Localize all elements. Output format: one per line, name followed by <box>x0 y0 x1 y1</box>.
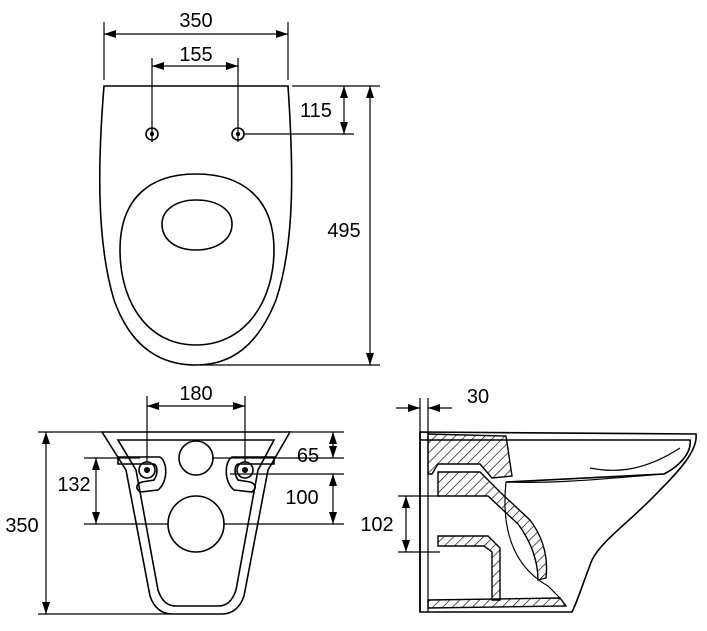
rear-dim-height-label: 350 <box>5 515 38 537</box>
rear-inner-outline <box>116 439 276 607</box>
rear-dim-hole-spacing-label: 180 <box>179 383 212 405</box>
water-inlet <box>178 440 214 476</box>
dim-length-label: 495 <box>327 220 360 242</box>
trap-section <box>437 471 548 581</box>
dim-width-label: 350 <box>179 10 212 32</box>
side-dim-wall-offset-label: 30 <box>467 386 489 408</box>
seat-ring <box>119 173 275 346</box>
rear-dim-top-to-inlet-label: 65 <box>297 445 319 467</box>
seat-mounting-holes <box>145 127 245 141</box>
wall-section-upper <box>427 433 513 479</box>
top-view: 350 155 115 495 <box>98 10 380 366</box>
rear-dim-inlet-to-outlet-label: 100 <box>285 487 318 509</box>
right-mounting-bracket <box>225 456 275 493</box>
waste-outlet <box>167 495 225 553</box>
side-outline <box>419 431 697 613</box>
rear-dim-hole-height-label: 132 <box>57 474 90 496</box>
rear-outline <box>100 431 292 615</box>
outlet-section <box>437 535 501 601</box>
side-view: 30 102 <box>360 386 697 613</box>
bowl-opening <box>161 199 233 251</box>
base-section <box>427 597 568 609</box>
rear-view: 180 350 132 65 100 <box>5 383 344 615</box>
dim-hole-offset-label: 115 <box>300 100 332 122</box>
dim-hole-spacing-label: 155 <box>179 44 212 66</box>
bowl-outline <box>98 85 293 366</box>
side-dim-outlet-label: 102 <box>360 514 393 536</box>
left-mounting-bracket <box>117 456 167 493</box>
